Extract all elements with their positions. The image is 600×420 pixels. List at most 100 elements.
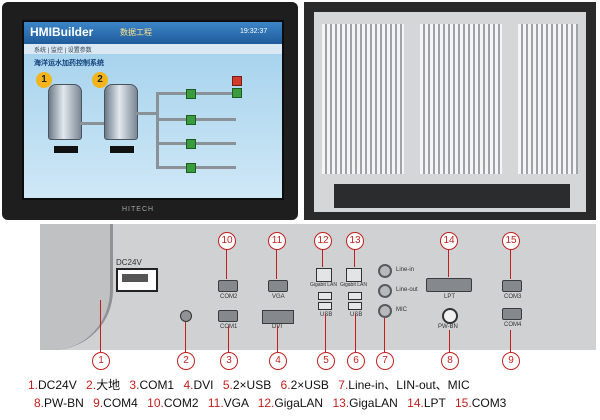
usb-port [318, 292, 332, 300]
callout-leader [355, 314, 356, 352]
terminal-block-icon [122, 274, 148, 282]
legend-num: 10. [147, 396, 164, 410]
status-indicator-icon [232, 76, 242, 86]
callout-9: 9 [502, 352, 520, 370]
hmi-app-title: HMIBuilder [30, 25, 94, 39]
lpt-label: LPT [444, 294, 456, 300]
gigalan-port-2 [346, 268, 362, 282]
legend-num: 1. [28, 378, 39, 392]
callout-leader [510, 249, 511, 279]
legend-line-2: 8.PW-BN 9.COM4 10.COM2 11.VGA 12.GigaLAN… [28, 394, 598, 412]
legend-text: COM2 [163, 396, 199, 410]
line-in-jack [378, 264, 392, 278]
legend-num: 13. [332, 396, 350, 410]
callout-2: 2 [177, 352, 195, 370]
readout-display [54, 146, 78, 153]
callout-leader [384, 318, 385, 352]
legend-num: 8. [34, 396, 45, 410]
callout-6: 6 [347, 352, 365, 370]
legend-num: 3. [129, 378, 140, 392]
callout-leader [325, 314, 326, 352]
gigalan-label-2: Gigabit LAN [340, 282, 367, 288]
com4-label: COM4 [504, 322, 522, 328]
valve-icon [186, 163, 196, 173]
legend-num: 15. [455, 396, 472, 410]
front-panel-photo: HMIBuilder 数据工程 19:32:37 系统 | 监控 | 设置参数 … [2, 2, 298, 220]
line-out-jack [378, 284, 392, 298]
callout-leader [228, 326, 229, 352]
lpt-port [426, 278, 472, 292]
tank-1 [48, 84, 82, 140]
back-cover [314, 12, 586, 212]
usb-label-1: USB [320, 312, 333, 318]
callout-leader [354, 249, 355, 267]
legend-text: PW-BN [44, 396, 84, 410]
rear-io-strip [334, 184, 570, 208]
hmi-nav-bar: 系统 | 监控 | 设置参数 [24, 44, 282, 54]
legend-text: 2×USB [290, 378, 329, 392]
valve-icon [186, 89, 196, 99]
pipe [156, 118, 236, 121]
callout-14: 14 [440, 232, 458, 250]
legend-text: LPT [423, 396, 446, 410]
tank-2 [104, 84, 138, 140]
pipe [156, 142, 236, 145]
hmi-nav-text: 系统 | 监控 | 设置参数 [34, 48, 92, 54]
com1-port [218, 310, 238, 322]
line-in-label: Line-in [396, 267, 415, 273]
legend-text: 2×USB [232, 378, 272, 392]
power-button[interactable] [442, 308, 458, 324]
usb-port [348, 292, 362, 300]
usb-port [318, 302, 332, 310]
callout-15: 15 [502, 232, 520, 250]
legend-text: GigaLAN [349, 396, 398, 410]
callout-leader [100, 300, 101, 352]
heatsink-fins [322, 24, 404, 174]
usb-label-2: USB [350, 312, 363, 318]
legend-num: 2. [86, 378, 97, 392]
callout-12: 12 [314, 232, 332, 250]
com2-port [218, 280, 238, 292]
ground-screw-icon [180, 310, 192, 322]
hmi-screen-title: 海洋运水加药控制系统 [34, 60, 104, 67]
valve-icon [186, 115, 196, 125]
hmi-screen: HMIBuilder 数据工程 19:32:37 系统 | 监控 | 设置参数 … [22, 20, 284, 200]
callout-11: 11 [268, 232, 286, 250]
vga-label: VGA [272, 294, 285, 300]
pwbn-label: PW-BN [438, 324, 458, 330]
com3-port [502, 280, 522, 292]
mic-jack [378, 304, 392, 318]
callout-leader [226, 249, 227, 279]
callout-3: 3 [220, 352, 238, 370]
heatsink-fins [420, 24, 502, 174]
legend-num: 9. [93, 396, 104, 410]
legend-text: DC24V [38, 378, 77, 392]
legend-num: 4. [183, 378, 194, 392]
hmi-clock: 19:32:37 [240, 28, 268, 35]
pipe [156, 92, 236, 95]
tank-number-2: 2 [92, 72, 108, 88]
legend-text: 大地 [96, 378, 121, 392]
port-legend: 1.DC24V 2.大地 3.COM1 4.DVI 5.2×USB 6.2×US… [28, 376, 598, 416]
valve-icon [186, 139, 196, 149]
dvi-port [262, 310, 294, 324]
legend-text: VGA [223, 396, 249, 410]
callout-leader [322, 249, 323, 267]
gigalan-port-1 [316, 268, 332, 282]
legend-text: COM4 [103, 396, 138, 410]
legend-text: COM1 [139, 378, 175, 392]
legend-text: GigaLAN [274, 396, 324, 410]
callout-10: 10 [218, 232, 236, 250]
callout-1: 1 [92, 352, 110, 370]
panel-side [40, 224, 113, 350]
callout-leader [276, 249, 277, 279]
com4-port [502, 308, 522, 320]
pipe [80, 122, 104, 125]
back-panel-photo [304, 2, 596, 220]
dc24v-label: DC24V [116, 258, 142, 267]
legend-num: 11. [207, 396, 224, 410]
legend-text: COM3 [471, 396, 507, 410]
pipe [156, 92, 159, 168]
callout-4: 4 [269, 352, 287, 370]
usb-port [348, 302, 362, 310]
